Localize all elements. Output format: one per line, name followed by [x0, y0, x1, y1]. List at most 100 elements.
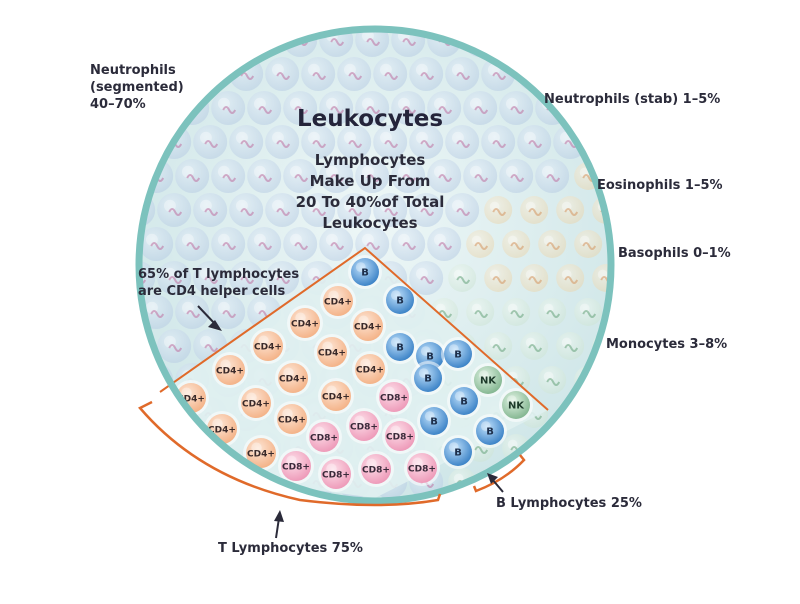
neutrophil-cell	[193, 125, 228, 159]
neutrophil-cell	[463, 91, 498, 125]
neutrophil-cell	[517, 57, 552, 91]
cd4-label: CD4+	[356, 366, 384, 376]
neutrophil-cell	[211, 227, 246, 261]
eosinophil-cell	[538, 230, 567, 258]
label-neutrophils-segmented: Neutrophils (segmented) 40–70%	[90, 62, 184, 113]
subtitle-line: 20 To 40%of Total	[295, 193, 445, 211]
neutrophil-cell	[355, 91, 390, 125]
neutrophil-cell	[463, 159, 498, 193]
label-basophils: Basophils 0–1%	[618, 246, 731, 261]
eosinophil-cell	[502, 230, 531, 258]
b-label: B	[424, 374, 432, 385]
subtitle-line: Make Up From	[309, 172, 431, 190]
cd4-label: CD4+	[279, 375, 307, 385]
neutrophil-cell	[391, 227, 426, 261]
neutrophil-cell	[265, 57, 300, 91]
neutrophil-cell	[157, 193, 192, 227]
b-label: B	[454, 350, 462, 361]
cd4-lymphocyte: CD4+	[275, 360, 311, 396]
neutrophil-cell	[337, 57, 372, 91]
cd4-label: CD4+	[177, 395, 205, 405]
monocyte-cell	[520, 332, 549, 360]
cd8-label: CD8+	[350, 423, 378, 433]
eosinophil-cell	[466, 230, 495, 258]
cd4-lymphocyte: CD4+	[238, 385, 274, 421]
neutrophil-cell	[517, 125, 552, 159]
neutrophil-cell	[445, 125, 480, 159]
neutrophil-cell	[157, 329, 192, 363]
cd4-lymphocyte: CD4+	[314, 334, 350, 370]
cd4-label: CD4+	[208, 426, 236, 436]
subtitle-line: Leukocytes	[322, 214, 418, 232]
cd4-label: CD4+	[324, 298, 352, 308]
diagram-title: Leukocytes	[296, 106, 444, 132]
neutrophil-cell	[427, 159, 462, 193]
t-lymphocyte-arrow	[274, 510, 284, 539]
b-lymphocyte-bracket	[472, 454, 526, 493]
neutrophil-cell	[427, 227, 462, 261]
neutrophil-cell	[211, 91, 246, 125]
monocyte-cell	[538, 366, 567, 394]
neutrophil-cell	[319, 91, 354, 125]
b-lymphocyte: B	[383, 283, 417, 317]
cd4-lymphocyte: CD4+	[287, 305, 323, 341]
label-eosinophils: Eosinophils 1–5%	[597, 178, 723, 193]
label-line: are CD4 helper cells	[138, 284, 286, 299]
neutrophil-cell	[409, 125, 444, 159]
cd4-label: CD4+	[322, 393, 350, 403]
monocyte-cell	[502, 298, 531, 326]
neutrophil-cell	[211, 159, 246, 193]
cd4-label: CD4+	[247, 450, 275, 460]
cd4-lymphocyte: CD4+	[212, 352, 248, 388]
cd4-label: CD4+	[278, 416, 306, 426]
b-label: B	[430, 417, 438, 428]
neutrophil-cell	[175, 295, 210, 329]
nk-lymphocyte: NK	[471, 363, 505, 397]
label-b-lymphocytes: B Lymphocytes 25%	[496, 496, 642, 511]
eosinophil-cell	[556, 264, 585, 292]
cd8-lymphocyte: CD8+	[278, 448, 314, 484]
b-lymphocyte: B	[441, 337, 475, 371]
neutrophil-cell	[337, 193, 372, 227]
neutrophil-cell	[409, 57, 444, 91]
neutrophil-cell	[409, 261, 444, 295]
neutrophil-cell	[409, 193, 444, 227]
b-lymphocyte: B	[383, 330, 417, 364]
cd8-label: CD8+	[408, 465, 436, 475]
label-line: 65% of T lymphocytes	[138, 267, 300, 282]
label-monocytes: Monocytes 3–8%	[606, 337, 728, 352]
eosinophil-cell	[574, 230, 603, 258]
neutrophil-cell	[229, 125, 264, 159]
label-t-lymphocytes: T Lymphocytes 75%	[218, 541, 363, 556]
cd8-lymphocyte: CD8+	[358, 451, 394, 487]
neutrophil-cell	[193, 193, 228, 227]
b-label: B	[396, 296, 404, 307]
neutrophil-cell	[373, 125, 408, 159]
label-line: (segmented)	[90, 80, 184, 95]
eosinophil-cell	[556, 196, 585, 224]
cd4-lymphocyte: CD4+	[320, 283, 356, 319]
monocyte-cell	[484, 332, 513, 360]
cd4-label: CD4+	[242, 400, 270, 410]
monocyte-cell	[466, 298, 495, 326]
neutrophil-cell	[283, 91, 318, 125]
b-label: B	[486, 427, 494, 438]
neutrophil-cell	[229, 261, 264, 295]
cd8-lymphocyte: CD8+	[376, 379, 412, 415]
neutrophil-cell	[355, 159, 390, 193]
neutrophil-cell	[247, 91, 282, 125]
neutrophil-cell	[283, 159, 318, 193]
cd8-lymphocyte: CD8+	[382, 418, 418, 454]
eosinophil-cell	[484, 264, 513, 292]
neutrophil-cell	[301, 125, 336, 159]
neutrophil-cell	[427, 91, 462, 125]
b-label: B	[396, 343, 404, 354]
neutrophil-cell	[265, 193, 300, 227]
monocyte-cell	[556, 332, 585, 360]
neutrophil-cell	[265, 261, 300, 295]
neutrophil-cell	[319, 227, 354, 261]
cd4-lymphocyte: CD4+	[318, 378, 354, 414]
monocyte-cell	[538, 298, 567, 326]
cd4-label: CD4+	[254, 343, 282, 353]
